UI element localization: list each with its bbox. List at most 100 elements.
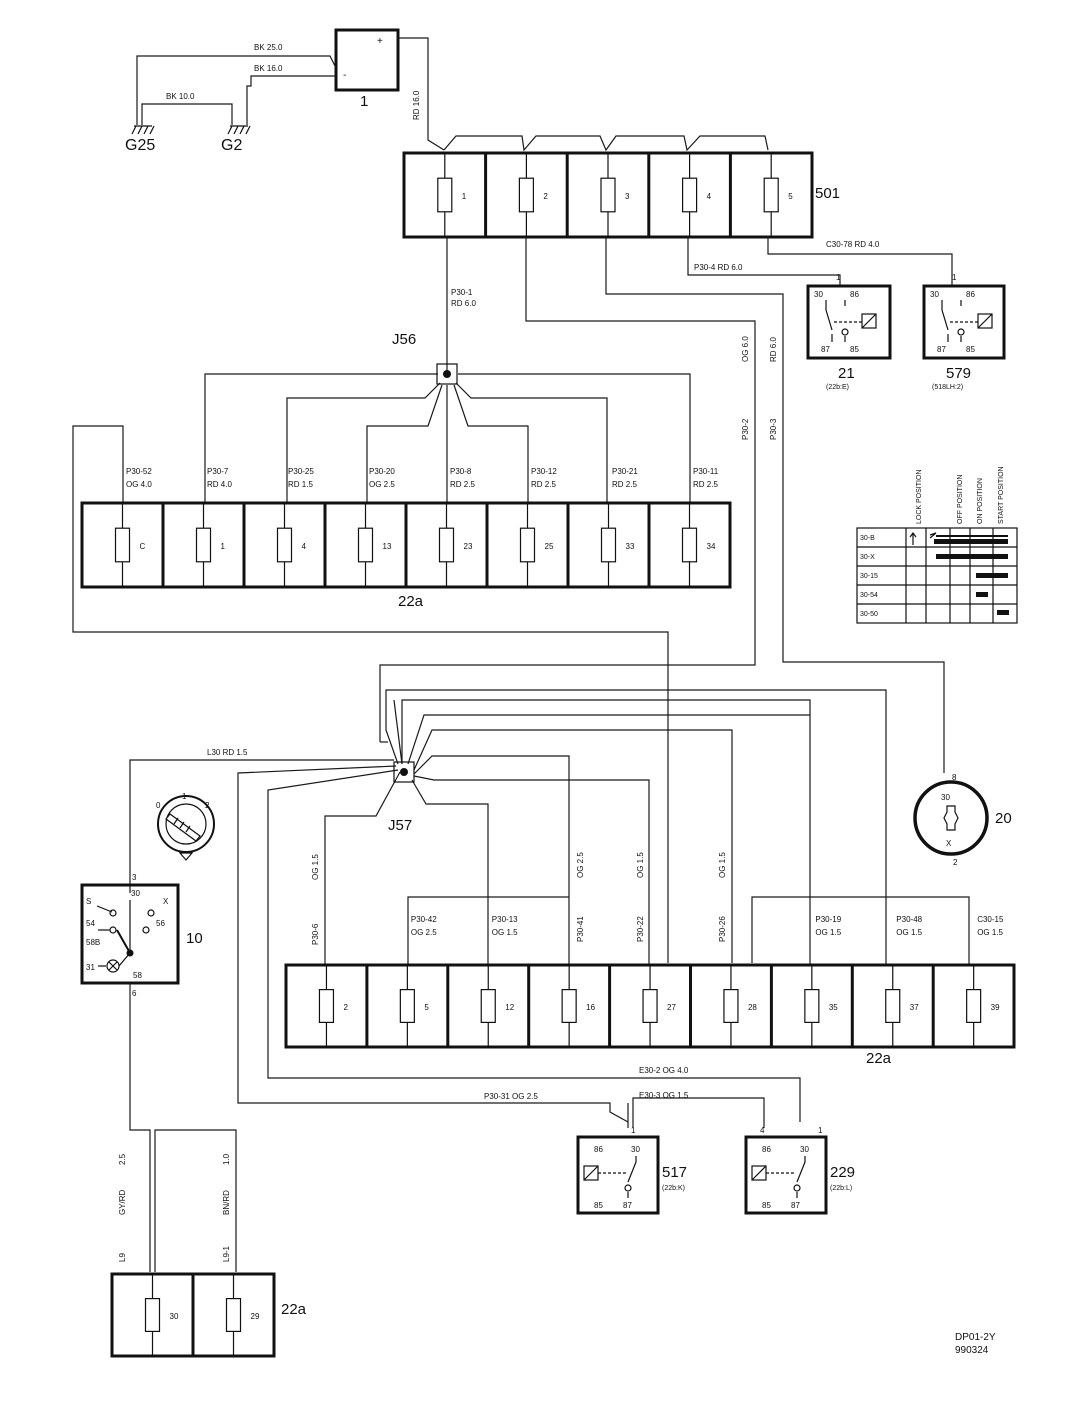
wire-e30-3: E30-3 OG 1.5 <box>639 1091 689 1100</box>
wire-p30-2: P30-2 <box>741 418 750 440</box>
relay-517: E30-3 OG 1.5 1 86 30 85 87 517 (22b:K) <box>576 1091 765 1215</box>
fuse-label: 28 <box>748 1003 757 1012</box>
fuse-icon <box>681 527 698 563</box>
fuse-label: 4 <box>302 542 307 551</box>
relay-229-t86: 86 <box>762 1145 771 1154</box>
fuse-label: 13 <box>383 542 392 551</box>
fuse-label: 37 <box>910 1003 919 1012</box>
fuse-icon <box>480 988 496 1023</box>
fuse-icon <box>600 177 616 213</box>
relay-229-pin-b: 1 <box>818 1126 823 1135</box>
relay-21-t86: 86 <box>850 290 859 299</box>
fuse-label: 12 <box>505 1003 514 1012</box>
relay-517-t30: 30 <box>631 1145 640 1154</box>
wire-spec: RD 4.0 <box>207 480 232 489</box>
position-row-30-54: 30-54 <box>860 592 878 599</box>
relay-21-t87: 87 <box>821 345 830 354</box>
position-header-on: ON POSITION <box>977 478 984 524</box>
battery: + - 1 <box>334 28 400 110</box>
ignition-terminal-x: X <box>163 897 169 906</box>
wire-spec: RD 2.5 <box>531 480 556 489</box>
wire-p30-1-code: P30-1 <box>451 288 473 297</box>
ignition-terminal-58b: 58B <box>86 938 100 947</box>
ignition-key-icon: 0 1 2 <box>156 792 215 861</box>
fuse-icon <box>195 527 212 563</box>
battery-minus: - <box>343 70 346 81</box>
wire-p30-4: P30-4 RD 6.0 <box>694 263 743 272</box>
relay-21-ref: (22b:E) <box>826 384 849 391</box>
fuse-icon <box>437 177 453 213</box>
fuse-label: 30 <box>170 1312 179 1321</box>
relay-229-t85: 85 <box>762 1201 771 1210</box>
fuse-icon <box>723 988 739 1023</box>
fuse-icon <box>519 527 536 563</box>
ground-wires: BK 25.0 BK 16.0 BK 10.0 RD 16.0 <box>136 37 445 151</box>
fuse-icon <box>763 177 779 213</box>
position-table: LOCK POSITION OFF POSITION ON POSITION S… <box>856 466 1018 624</box>
fuse-icon <box>642 988 658 1023</box>
wire-c30-78: C30-78 RD 4.0 <box>826 240 880 249</box>
wire-bk25: BK 25.0 <box>254 43 283 52</box>
wire-og15-b: OG 1.5 <box>636 852 645 878</box>
wire-p30-26: P30-26 <box>718 916 727 942</box>
wire-spec: OG 1.5 <box>492 928 518 937</box>
wire-code: P30-11 <box>693 467 719 476</box>
relay-21-t85: 85 <box>850 345 859 354</box>
ground-g2-label: G2 <box>221 137 242 154</box>
wire-code: P30-19 <box>815 915 841 924</box>
fuse-icon <box>114 527 131 563</box>
wire-l9-1: L9-1 <box>222 1245 231 1262</box>
relay-579-coil-icon <box>977 313 993 329</box>
wires-501-out: P30-1 RD 6.0 C30-78 RD 4.0 P30-4 RD 6.0 … <box>379 237 953 773</box>
fuse-icon <box>561 988 577 1023</box>
ignition-terminal-56: 56 <box>156 919 165 928</box>
fuse-label: 5 <box>424 1003 429 1012</box>
junction-j56: J56 <box>204 331 691 503</box>
fuse-icon <box>399 988 415 1023</box>
position-row-30x: 30-X <box>860 554 875 561</box>
fuse-icon <box>318 988 335 1023</box>
ignition-switch-10: 3 S 30 X 54 56 58B 31 58 6 10 <box>80 873 203 1272</box>
fuse-box-22a-mid: OG 1.5 P30-6 OG 2.5 P30-41 OG 1.5 P30-22… <box>284 852 1016 1067</box>
wire-p30-22: P30-22 <box>636 916 645 942</box>
wire-bnrd: BN/RD <box>222 1190 231 1215</box>
relay-229-id: 229 <box>830 1164 855 1181</box>
ground-g25-label: G25 <box>125 137 155 154</box>
starter-pin-bottom: 2 <box>953 858 958 867</box>
ground-g25: G25 <box>125 125 155 154</box>
ignition-position-2: 2 <box>205 801 210 810</box>
junction-j57-label: J57 <box>388 817 412 834</box>
wire-code: P30-52 <box>126 467 152 476</box>
wire-p30-31: P30-31 OG 2.5 <box>484 1092 538 1101</box>
fuse-icon <box>885 988 901 1023</box>
fuse-label: 3 <box>625 192 630 201</box>
relay-517-t86: 86 <box>594 1145 603 1154</box>
starter-id: 20 <box>995 810 1012 827</box>
fuse-label: 2 <box>343 1003 348 1012</box>
wire-spec: RD 2.5 <box>693 480 718 489</box>
relay-229-t30: 30 <box>800 1145 809 1154</box>
ignition-terminal-30: 30 <box>131 889 140 898</box>
relay-579-t86: 86 <box>966 290 975 299</box>
fuse-icon <box>438 527 455 563</box>
relay-579-t30: 30 <box>930 290 939 299</box>
relay-21-coil-icon <box>861 313 877 329</box>
relay-229: 4 1 86 30 85 87 229 (22b:L) <box>744 1126 855 1215</box>
fuse-label: 27 <box>667 1003 676 1012</box>
fuse-icon <box>357 527 374 563</box>
fuse-box-501-id: 501 <box>815 185 840 202</box>
ignition-terminal-58: 58 <box>133 971 142 980</box>
battery-plus: + <box>377 36 383 47</box>
fuse-label: 4 <box>707 192 712 201</box>
fuse-label: 23 <box>464 542 473 551</box>
relay-579-t87: 87 <box>937 345 946 354</box>
wire-spec: RD 2.5 <box>450 480 475 489</box>
wire-e30-2: E30-2 OG 4.0 <box>639 1066 689 1075</box>
wire-code: P30-20 <box>369 467 395 476</box>
wire-code: P30-21 <box>612 467 638 476</box>
fuse-label: 1 <box>221 542 226 551</box>
wire-gyrd: GY/RD <box>118 1189 127 1215</box>
relay-21: 1 30 86 87 85 21 (22b:E) <box>806 273 892 391</box>
